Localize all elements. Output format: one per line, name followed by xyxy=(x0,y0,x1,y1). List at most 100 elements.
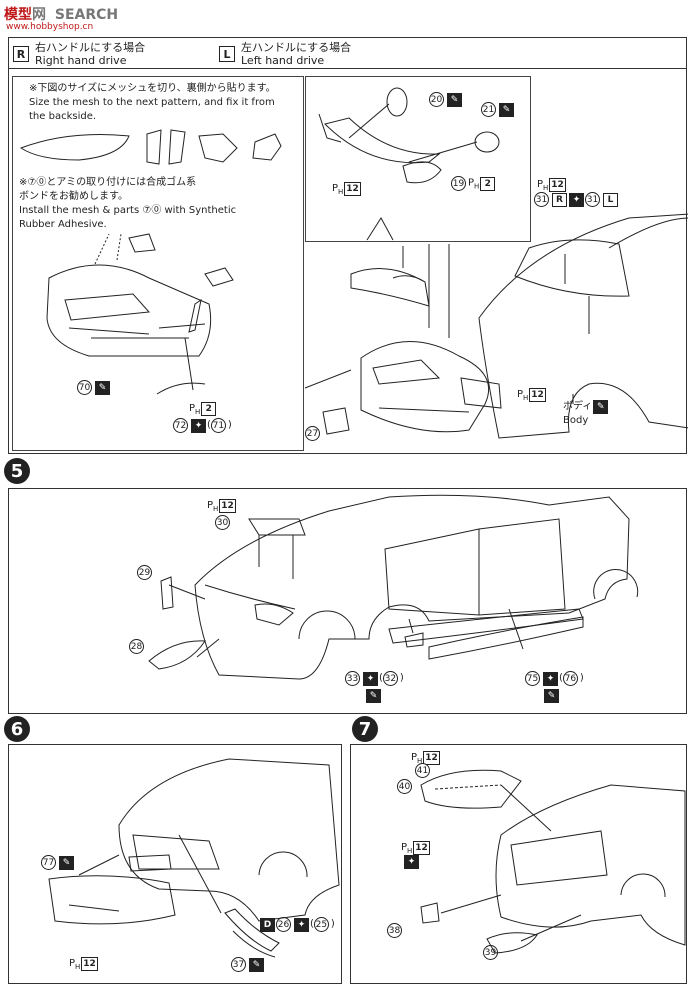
bumper-lip-main xyxy=(378,407,470,413)
ph-number-12: 12 xyxy=(219,499,236,513)
mesh-piece-left-slot xyxy=(146,129,162,165)
install-note-jp2: ボンドをお勧めします。 xyxy=(19,191,128,202)
step-5-drawing xyxy=(148,494,639,680)
left-drive-label: 左ハンドルにする場合 Left hand drive xyxy=(241,41,351,67)
part-number-71: 71 xyxy=(210,418,226,433)
step6-leaders xyxy=(78,834,222,914)
ph-sub: H xyxy=(474,182,480,191)
body-label-en: Body xyxy=(563,415,589,426)
glue-icon: ✎ xyxy=(249,957,264,972)
part-27-plate xyxy=(322,407,350,435)
part-number-72: 72 xyxy=(173,418,188,433)
part-label-28: 28 xyxy=(129,639,146,654)
ph-number-12: 12 xyxy=(413,841,430,855)
glue-icon: ✎ xyxy=(593,400,609,414)
ph-sub: H xyxy=(75,963,81,971)
install-note: ※⑦⓪とアミの取り付けには合成ゴム系 ボンドをお勧めします。 Install t… xyxy=(19,176,289,232)
part-label-75-76: 75✦(76) xyxy=(525,671,584,686)
part-label-72-71: 72✦(71) xyxy=(173,418,232,433)
bumper-grille-inset xyxy=(64,293,151,321)
headlight-line xyxy=(204,584,296,610)
body-label: ボディ✎ Body xyxy=(563,400,609,427)
part-37-exhaust-tip xyxy=(232,930,276,958)
install-note-en2: Rubber Adhesive. xyxy=(19,219,107,230)
bolt-icon: ✦ xyxy=(569,192,584,207)
step-6-badge: 6 xyxy=(4,716,30,742)
hood-guide-lines xyxy=(564,254,590,334)
part-number-30: 30 xyxy=(215,515,230,530)
ph-prefix: P xyxy=(401,842,408,853)
right-drive-en: Right hand drive xyxy=(35,54,127,67)
part-label-29: 29 xyxy=(137,565,154,580)
rear-window-defroster xyxy=(434,784,502,790)
inset-connector xyxy=(304,369,352,389)
part-number-29: 29 xyxy=(137,565,152,580)
guide-lines-inset xyxy=(94,233,122,265)
glue-icon-75: ✎ xyxy=(543,689,560,703)
part-number-20: 20 xyxy=(429,92,444,107)
ph-prefix: P xyxy=(517,389,524,400)
left-drive-mini: L xyxy=(603,192,618,207)
part-number-77: 77 xyxy=(41,855,56,870)
mesh-piece-fog-left xyxy=(198,133,238,163)
bumper-mesh-plate xyxy=(460,377,502,409)
decal-d-badge: D xyxy=(260,917,275,932)
part-number-31b: 31 xyxy=(585,192,600,207)
part-75-side-skirt xyxy=(428,616,584,660)
left-drive-badge: L xyxy=(219,46,235,62)
ph-number-2: 2 xyxy=(201,402,217,416)
step-5-badge: 5 xyxy=(4,458,30,484)
bumper-diffuser-line xyxy=(68,904,120,912)
install-note-jp1: ※⑦⓪とアミの取り付けには合成ゴム系 xyxy=(19,177,197,188)
glue-icon: ✎ xyxy=(59,855,74,870)
glue-icon: ✎ xyxy=(447,92,462,107)
part-38-piece xyxy=(420,902,440,924)
ph-sub: H xyxy=(523,394,529,402)
ph-number-2: 2 xyxy=(480,176,496,191)
part-number-76: 76 xyxy=(562,671,578,686)
part-label-33-32: 33✦(32) xyxy=(345,671,404,686)
part-label-77: 77✎ xyxy=(41,855,75,870)
watermark-url: www.hobbyshop.cn xyxy=(6,22,94,32)
part-number-19: 19 xyxy=(451,176,466,191)
bolt-icon: ✦ xyxy=(294,917,309,932)
glue-icon-33: ✎ xyxy=(365,689,382,703)
part-number-70: 70 xyxy=(77,380,92,395)
part-30-hood-scoop xyxy=(248,518,306,536)
part-number-25: 25 xyxy=(313,917,329,932)
bolt-icon: ✦ xyxy=(404,855,419,869)
part-label-38: 38 xyxy=(387,923,404,938)
hatch-window-area xyxy=(510,830,608,886)
part-number-41: 41 xyxy=(415,763,430,778)
rear-door xyxy=(478,518,566,616)
part-40-rear-window xyxy=(420,769,522,809)
front-bumper-inset xyxy=(46,264,212,357)
rear-wheel-arch-7 xyxy=(620,873,666,898)
rear-hatch-area xyxy=(132,834,220,870)
bumper-grille-main xyxy=(372,359,441,385)
part-label-37: 37✎ xyxy=(231,957,265,972)
body-label-jp: ボディ xyxy=(563,401,593,412)
ph-sub: H xyxy=(407,847,413,855)
part-number-75: 75 xyxy=(525,671,540,686)
ph-prefix: P xyxy=(537,179,544,190)
inset-callout-pointer xyxy=(366,217,394,241)
part-number-21: 21 xyxy=(481,102,496,117)
part-33-small xyxy=(404,632,424,648)
leader-70 xyxy=(184,337,194,391)
part-26-exhaust xyxy=(224,908,280,952)
part-number-28: 28 xyxy=(129,639,144,654)
glue-icon: ✎ xyxy=(544,689,559,703)
install-note-en1: Install the mesh & parts ⑦⓪ with Synthet… xyxy=(19,205,237,216)
ph-sub: H xyxy=(417,757,423,765)
top-panel-drawing xyxy=(19,87,688,439)
right-drive-label: 右ハンドルにする場合 Right hand drive xyxy=(35,41,145,67)
part-label-27: 27 xyxy=(305,426,322,441)
